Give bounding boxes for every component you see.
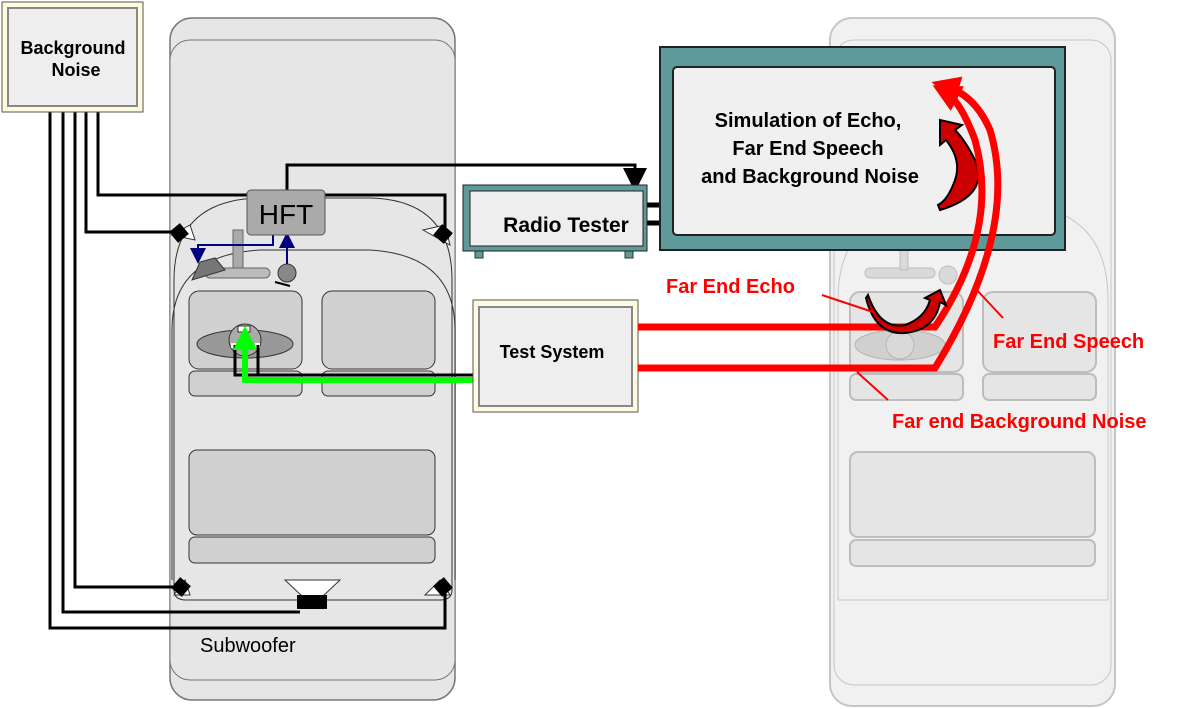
svg-text:Noise: Noise <box>51 60 100 80</box>
speaker-icon <box>169 223 196 243</box>
svg-text:Far End Speech: Far End Speech <box>732 138 883 160</box>
svg-text:Radio Tester: Radio Tester <box>503 214 629 237</box>
svg-text:HFT: HFT <box>259 199 313 230</box>
far-end-background-noise-label: Far end Background Noise <box>892 411 1147 433</box>
far-end-signals <box>638 76 1002 372</box>
test-system: Test System <box>472 299 639 413</box>
near-end-car: Subwoofer <box>169 17 456 701</box>
hft-unit: HFT <box>246 189 326 236</box>
background-noise-box: Background Noise <box>1 1 144 113</box>
svg-text:Simulation of Echo,: Simulation of Echo, <box>715 110 902 132</box>
subwoofer-icon <box>283 579 342 609</box>
simulation-monitor: Simulation of Echo, Far End Speech and B… <box>659 46 1066 251</box>
svg-text:and Background Noise: and Background Noise <box>701 166 919 188</box>
speaker-icon <box>423 577 453 597</box>
speaker-icon <box>171 577 191 597</box>
far-end-echo-label: Far End Echo <box>666 276 795 298</box>
radio-tester: Radio Tester <box>462 184 648 259</box>
mirror-mount <box>232 229 244 271</box>
test-signal-line <box>233 326 475 383</box>
subwoofer-label: Subwoofer <box>200 635 296 657</box>
far-end-echo-arrow-icon <box>864 288 948 335</box>
svg-text:Test System: Test System <box>500 342 605 362</box>
speaker-icon <box>421 224 453 246</box>
far-end-speech-label: Far End Speech <box>993 331 1144 353</box>
svg-text:Background: Background <box>20 38 125 58</box>
microphone-icon <box>277 263 297 283</box>
noise-wiring <box>48 112 660 630</box>
